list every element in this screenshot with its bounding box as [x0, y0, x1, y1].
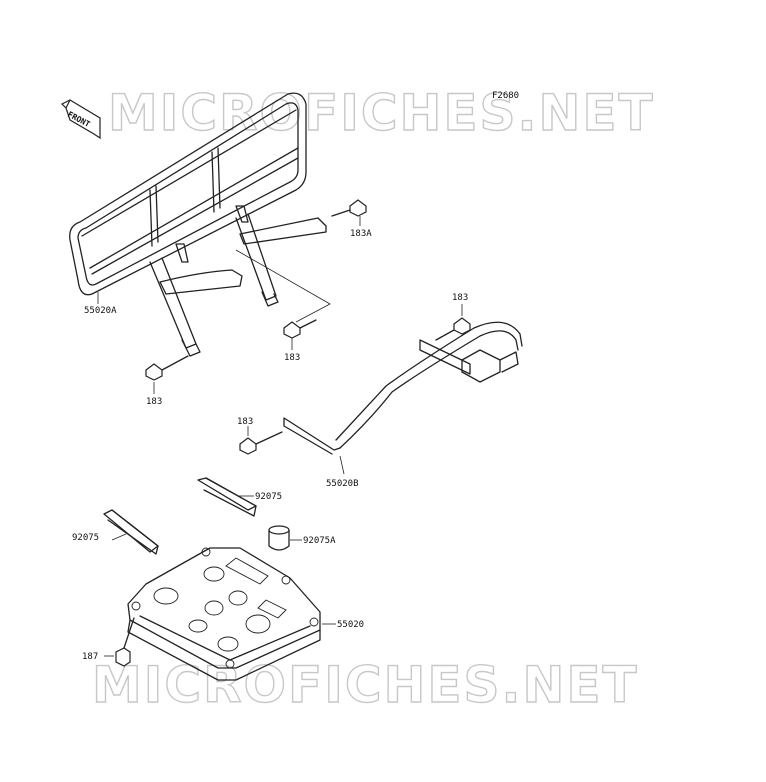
label-183-right: 183	[452, 293, 468, 303]
label-183-center: 183	[284, 353, 300, 363]
label-92075-left: 92075	[72, 533, 99, 543]
label-183-left: 183	[146, 397, 162, 407]
bolt-183a-icon	[331, 199, 367, 217]
pad-left	[103, 509, 159, 555]
label-183a: 183A	[350, 229, 372, 239]
label-187: 187	[82, 652, 98, 662]
watermark-bottom: MICROFICHES.NET	[92, 656, 639, 714]
label-92075-upper: 92075	[255, 492, 282, 502]
pad-upper	[197, 477, 257, 517]
front-arrow-icon: FRONT	[60, 99, 101, 140]
damper-92075a-icon	[268, 525, 290, 551]
bolt-187-icon	[115, 617, 135, 667]
rear-rack	[283, 321, 523, 455]
skid-plate	[127, 547, 321, 681]
label-92075a: 92075A	[303, 536, 336, 546]
bolt-183-center-icon	[283, 319, 317, 339]
label-183-mid: 183	[237, 417, 253, 427]
bolt-183-mid-icon	[239, 431, 283, 455]
label-55020b: 55020B	[326, 479, 359, 489]
label-55020: 55020	[337, 620, 364, 630]
label-55020a: 55020A	[84, 306, 117, 316]
watermark-top: MICROFICHES.NET	[108, 84, 655, 142]
bolt-183-left-icon	[145, 355, 189, 381]
figure-code: F2680	[492, 91, 519, 101]
bolt-183-right-icon	[435, 317, 471, 341]
